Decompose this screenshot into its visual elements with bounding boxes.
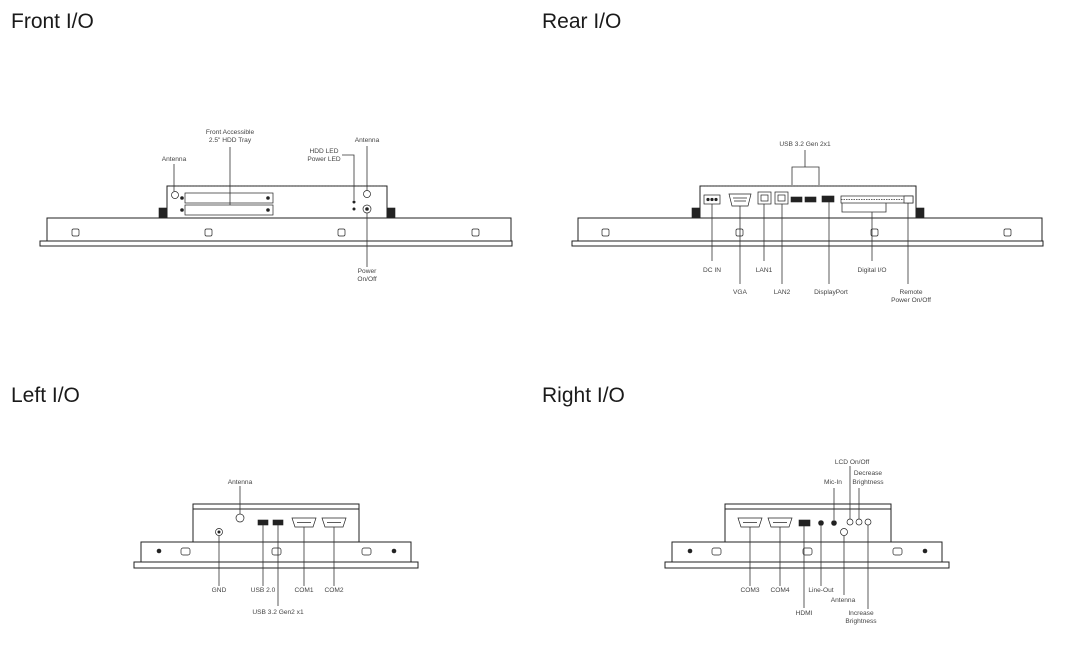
dc-in-port: [703, 194, 721, 205]
label-com3: COM3: [740, 587, 759, 594]
side-slot-3: [892, 547, 903, 556]
decrease-brightness-button[interactable]: [855, 518, 863, 526]
front-io-panel: Front I/O: [0, 0, 532, 326]
right-bezel: [664, 541, 950, 569]
front-bezel: [39, 217, 513, 247]
digital-io-terminal: [840, 195, 914, 204]
label-hdmi: HDMI: [796, 610, 813, 617]
label-lan2: LAN2: [774, 289, 791, 296]
mount-holes: [71, 228, 480, 237]
com2-port: [321, 517, 347, 528]
right-io-panel: Right I/O: [532, 326, 1065, 653]
label-increase-line1: Increase: [848, 610, 874, 617]
com3-port: [737, 517, 763, 528]
rear-io-diagram: USB 3.2 Gen 2x1 DC IN VGA LAN1 LAN2 Disp…: [571, 141, 1044, 304]
usb32-ports: [790, 196, 817, 203]
label-remote-line2: Power On/Off: [891, 297, 931, 304]
label-lcd: LCD On/Off: [835, 459, 869, 466]
label-com2: COM2: [324, 587, 343, 594]
lan2-port: [774, 191, 789, 205]
label-antenna-right: Antenna: [355, 137, 380, 144]
label-increase-line2: Brightness: [845, 618, 877, 625]
label-remote-line1: Remote: [899, 289, 922, 296]
led-indicators: [352, 200, 356, 211]
label-dc-in: DC IN: [703, 267, 721, 274]
antenna-connector: [840, 528, 848, 536]
label-hdd-led-line2: Power LED: [307, 156, 341, 163]
antenna-connector: [235, 513, 245, 523]
side-slot-1: [180, 547, 191, 556]
lan1-port: [757, 191, 772, 205]
antenna-connector-left: [171, 191, 179, 199]
right-io-diagram: LCD On/Off Decrease Brightness Mic-In CO…: [664, 459, 950, 625]
label-usb32: USB 3.2 Gen2 x1: [252, 609, 304, 616]
remote-power-terminal: [903, 195, 914, 204]
label-antenna: Antenna: [831, 597, 856, 604]
label-hdd-led-line1: HDD LED: [310, 148, 339, 155]
label-power-line1: Power: [358, 268, 377, 275]
hdmi-port: [798, 519, 811, 527]
side-slot-2: [802, 547, 813, 556]
hdd-tray[interactable]: [180, 192, 274, 216]
left-io-title: Left I/O: [11, 384, 80, 407]
rear-io-title: Rear I/O: [542, 10, 622, 33]
label-line-out: Line-Out: [808, 587, 833, 594]
com4-port: [767, 517, 793, 528]
front-io-diagram: Antenna Front Accessible 2.5" HDD Tray H…: [39, 129, 513, 283]
rear-bezel: [571, 217, 1044, 247]
mount-holes: [601, 228, 1012, 237]
label-mic-in: Mic-In: [824, 479, 842, 486]
label-decrease-line2: Brightness: [852, 479, 884, 486]
usb32-port: [272, 519, 284, 526]
side-slot-2: [271, 547, 282, 556]
usb20-port: [257, 519, 269, 526]
label-hdd-tray-line2: 2.5" HDD Tray: [209, 137, 252, 144]
power-button[interactable]: [362, 204, 372, 214]
label-digital-io: Digital I/O: [858, 267, 887, 274]
line-out-jack: [818, 520, 824, 526]
mic-in-jack: [831, 520, 837, 526]
front-io-title: Front I/O: [11, 10, 94, 33]
right-io-title: Right I/O: [542, 384, 625, 407]
left-bezel: [133, 541, 419, 569]
rear-io-panel: Rear I/O: [532, 0, 1065, 326]
left-io-panel: Left I/O: [0, 326, 532, 653]
displayport-port: [821, 195, 835, 203]
gnd-terminal: [215, 528, 223, 536]
vga-port: [728, 193, 752, 207]
label-usb20: USB 2.0: [251, 587, 276, 594]
left-io-diagram: Antenna GND USB 2.0 USB 3.2 Gen2 x1 COM1…: [133, 479, 419, 616]
label-vga: VGA: [733, 289, 748, 296]
label-decrease-line1: Decrease: [854, 470, 883, 477]
label-power-line2: On/Off: [357, 276, 376, 283]
label-displayport: DisplayPort: [814, 289, 848, 296]
com1-port: [291, 517, 317, 528]
side-slot-1: [711, 547, 722, 556]
antenna-connector-right: [363, 190, 371, 198]
label-com1: COM1: [294, 587, 313, 594]
label-antenna: Antenna: [228, 479, 253, 486]
label-com4: COM4: [770, 587, 789, 594]
increase-brightness-button[interactable]: [864, 518, 872, 526]
label-lan1: LAN1: [756, 267, 773, 274]
label-usb32: USB 3.2 Gen 2x1: [779, 141, 831, 148]
lcd-onoff-button[interactable]: [846, 518, 854, 526]
label-hdd-tray-line1: Front Accessible: [206, 129, 255, 136]
label-gnd: GND: [212, 587, 227, 594]
side-slot-3: [361, 547, 372, 556]
label-antenna-left: Antenna: [162, 156, 187, 163]
